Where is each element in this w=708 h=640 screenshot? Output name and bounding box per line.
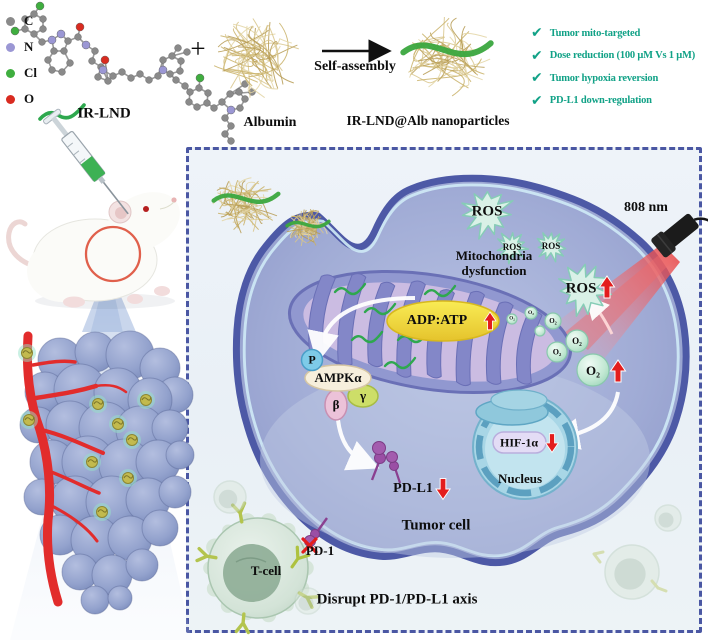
carbon-dot-icon: [6, 16, 15, 26]
legend-item-o: O: [6, 86, 37, 112]
axis-label: Disrupt PD-1/PD-L1 axis: [316, 591, 478, 608]
pd1-label: PD-1: [305, 543, 335, 558]
benefit-text: Dose reduction (100 μM Vs 1 μM): [549, 50, 696, 62]
legend-label: N: [24, 39, 34, 54]
benefit-text: Tumor mito-targeted: [549, 27, 641, 39]
mouse-nose: [171, 197, 177, 203]
self-assembly-label: Self-assembly: [314, 59, 396, 74]
check-icon: ✔: [531, 25, 543, 42]
irlnd-label: IR-LND: [77, 105, 131, 122]
nucleus-label: Nucleus: [497, 471, 543, 486]
phosphate-label: P: [308, 352, 316, 367]
o2-label-mid-2: O₂: [552, 347, 562, 357]
ampk-alpha-label: AMPKα: [314, 370, 362, 385]
adp-atp-label: ADP:ATP: [406, 313, 468, 328]
ros-label-large-1: ROS: [471, 203, 503, 220]
mito-dysfunction-label: Mitochondria dysfunction: [456, 248, 533, 278]
product-label: IR-LND@Alb nanoparticles: [346, 113, 510, 128]
pdl1-label: PD-L1: [393, 481, 433, 496]
ros-label-large-2: ROS: [565, 280, 597, 297]
o2-label-mid-1: O₂: [572, 336, 582, 346]
albumin-label: Albumin: [243, 115, 297, 130]
o2-label-small: O₂: [549, 317, 557, 325]
chlorine-dot-icon: [6, 68, 15, 78]
tumor-site-circle: [84, 225, 142, 283]
o2-label-tiny-1: O₂: [528, 310, 534, 316]
legend-label: C: [24, 13, 34, 28]
mouse-tail: [6, 219, 45, 271]
ampk-beta-label: β: [332, 397, 340, 412]
tumor-mass: [19, 330, 195, 615]
mito-dysfunction-line2: dysfunction: [461, 263, 527, 278]
oxygen-dot-icon: [6, 94, 15, 104]
benefit-text: Tumor hypoxia reversion: [549, 72, 659, 84]
irlnd-molecule-structure: [10, 1, 256, 145]
legend-item-c: C: [6, 8, 37, 34]
legend-item-cl: Cl: [6, 60, 37, 86]
zoom-funnel: [10, 266, 192, 640]
irlnd-alb-nanoparticle: [400, 16, 494, 97]
mouse-ear: [108, 200, 132, 224]
albumin-protein: [213, 18, 299, 98]
mito-dysfunction-line1: Mitochondria: [455, 248, 533, 263]
check-icon: ✔: [531, 70, 543, 87]
benefit-list: ✔ Tumor mito-targeted ✔ Dose reduction (10…: [531, 22, 695, 112]
laser-wavelength-label: 808 nm: [624, 200, 668, 215]
check-icon: ✔: [531, 92, 543, 109]
hif-label: HIF-1α: [499, 435, 539, 450]
tumor-vessels: [22, 331, 128, 607]
atom-legend: C N Cl O: [6, 8, 37, 112]
mechanism-panel-box: [186, 147, 702, 633]
tumor-cell-label: Tumor cell: [401, 517, 471, 534]
syringe-icon: [43, 108, 129, 215]
legend-item-n: N: [6, 34, 37, 60]
ampk-gamma-label: γ: [359, 388, 367, 403]
plus-sign: +: [190, 33, 206, 64]
benefit-item: ✔ Tumor hypoxia reversion: [531, 67, 695, 90]
benefit-item: ✔ Dose reduction (100 μM Vs 1 μM): [531, 45, 695, 68]
legend-label: O: [24, 91, 35, 106]
ros-label-small-2: ROS: [541, 241, 561, 251]
nanoparticle-accumulation: [18, 344, 155, 521]
mouse-eye: [143, 206, 149, 212]
legend-label: Cl: [24, 65, 37, 80]
check-icon: ✔: [531, 47, 543, 64]
benefit-item: ✔ Tumor mito-targeted: [531, 22, 695, 45]
mouse-illustration: [6, 192, 180, 309]
o2-label-large: O₂: [585, 363, 601, 378]
benefit-item: ✔ PD-L1 down-regulation: [531, 90, 695, 113]
tcell-label: T-cell: [250, 563, 282, 578]
benefit-text: PD-L1 down-regulation: [549, 95, 652, 107]
nitrogen-dot-icon: [6, 42, 15, 52]
o2-label-tiny-2: O₂: [509, 316, 515, 322]
